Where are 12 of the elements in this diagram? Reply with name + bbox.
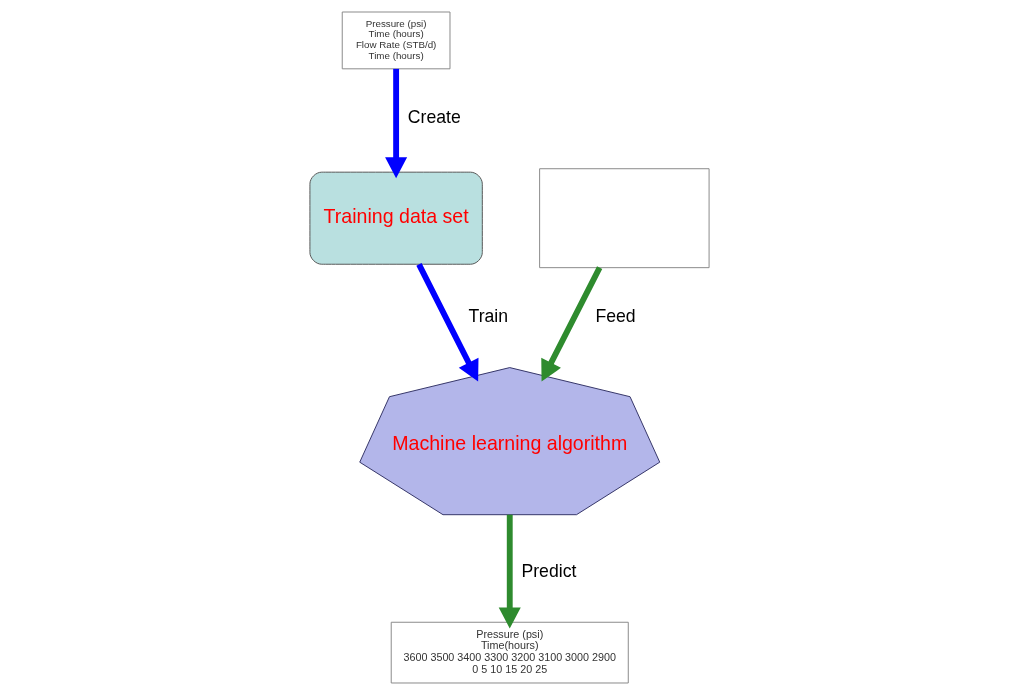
node-box [539, 168, 710, 269]
arrow [385, 68, 408, 179]
node-box: Pressure (psi) Time(hours) 3600 3500 3400 3300 3200 3100 3000 2900 0 5 10 15 20 25 [390, 621, 629, 684]
node-box: Pressure (psi) Time (hours) Flow Rate (STB/d) Time (hours) [341, 11, 451, 70]
edge-label: Feed [595, 305, 636, 326]
arrow [416, 263, 479, 382]
node-box: Training data set [309, 171, 483, 265]
edge-label: Predict [521, 560, 577, 581]
edge-label: Train [468, 305, 509, 326]
edge-label: Create [407, 107, 461, 128]
arrow [498, 514, 521, 629]
arrow [541, 266, 603, 382]
